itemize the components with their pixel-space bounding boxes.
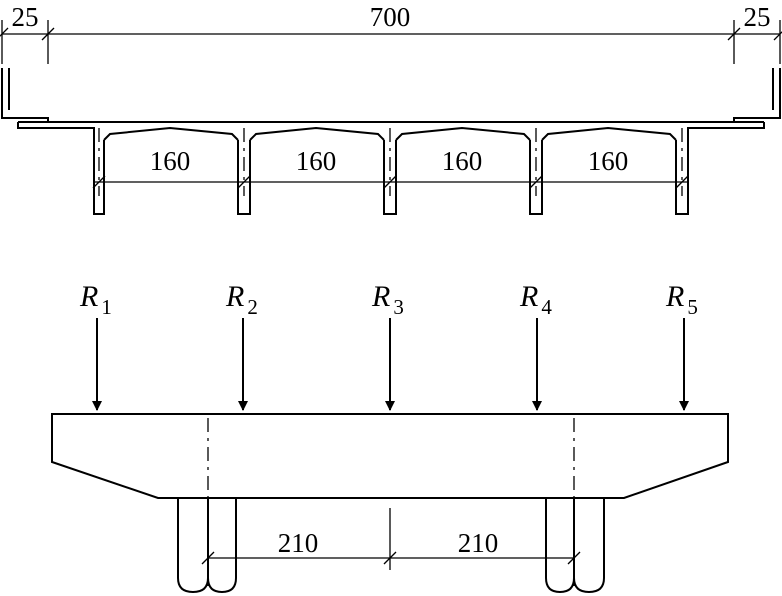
tick: [567, 551, 581, 565]
slab-bay-1: [103, 126, 239, 141]
piles: [177, 418, 605, 594]
pile-left-outer: [177, 498, 209, 594]
tick: [201, 551, 215, 565]
girder-5: [675, 136, 689, 215]
girder-3: [383, 140, 397, 215]
tick: [727, 27, 741, 41]
dim-pile-spacing-2: 210: [458, 528, 499, 558]
cap-beam: [51, 413, 729, 499]
girder-1: [93, 136, 105, 215]
dim-deck-width: 700: [370, 2, 411, 32]
slab-bay-2: [249, 126, 385, 141]
right-curb: [733, 68, 781, 122]
tick: [675, 175, 689, 189]
girder-4: [529, 140, 543, 215]
slab-bay-3: [395, 126, 531, 141]
deck-cross-section: 25 700 25 160 160 160 160: [0, 2, 782, 215]
slab-bay-4: [541, 126, 677, 141]
reaction-arrows: [92, 318, 689, 411]
dim-spacing-2: 160: [296, 146, 337, 176]
tick: [237, 175, 251, 189]
tick: [0, 27, 9, 37]
tick: [41, 27, 55, 41]
girders: [93, 126, 689, 215]
tick: [383, 175, 397, 189]
tick: [92, 175, 106, 189]
tick: [383, 551, 397, 565]
girder-2: [237, 140, 251, 215]
pile-spacing-dimension: 210 210: [201, 508, 581, 570]
dim-right-overhang: 25: [744, 2, 771, 32]
right-flange: [687, 122, 765, 136]
left-curb: [1, 68, 49, 122]
left-flange: [17, 122, 95, 136]
dim-left-overhang: 25: [12, 2, 39, 32]
tick: [773, 31, 782, 41]
dim-spacing-3: 160: [442, 146, 483, 176]
pile-right-inner: [545, 498, 575, 594]
top-dimension: 25 700 25: [0, 2, 782, 64]
dim-pile-spacing-1: 210: [278, 528, 319, 558]
tick: [529, 175, 543, 189]
dim-spacing-4: 160: [588, 146, 629, 176]
pile-right-outer: [573, 498, 605, 594]
girder-spacing-dimension: 160 160 160 160: [92, 146, 689, 189]
dim-spacing-1: 160: [150, 146, 191, 176]
pile-left-inner: [207, 498, 237, 594]
